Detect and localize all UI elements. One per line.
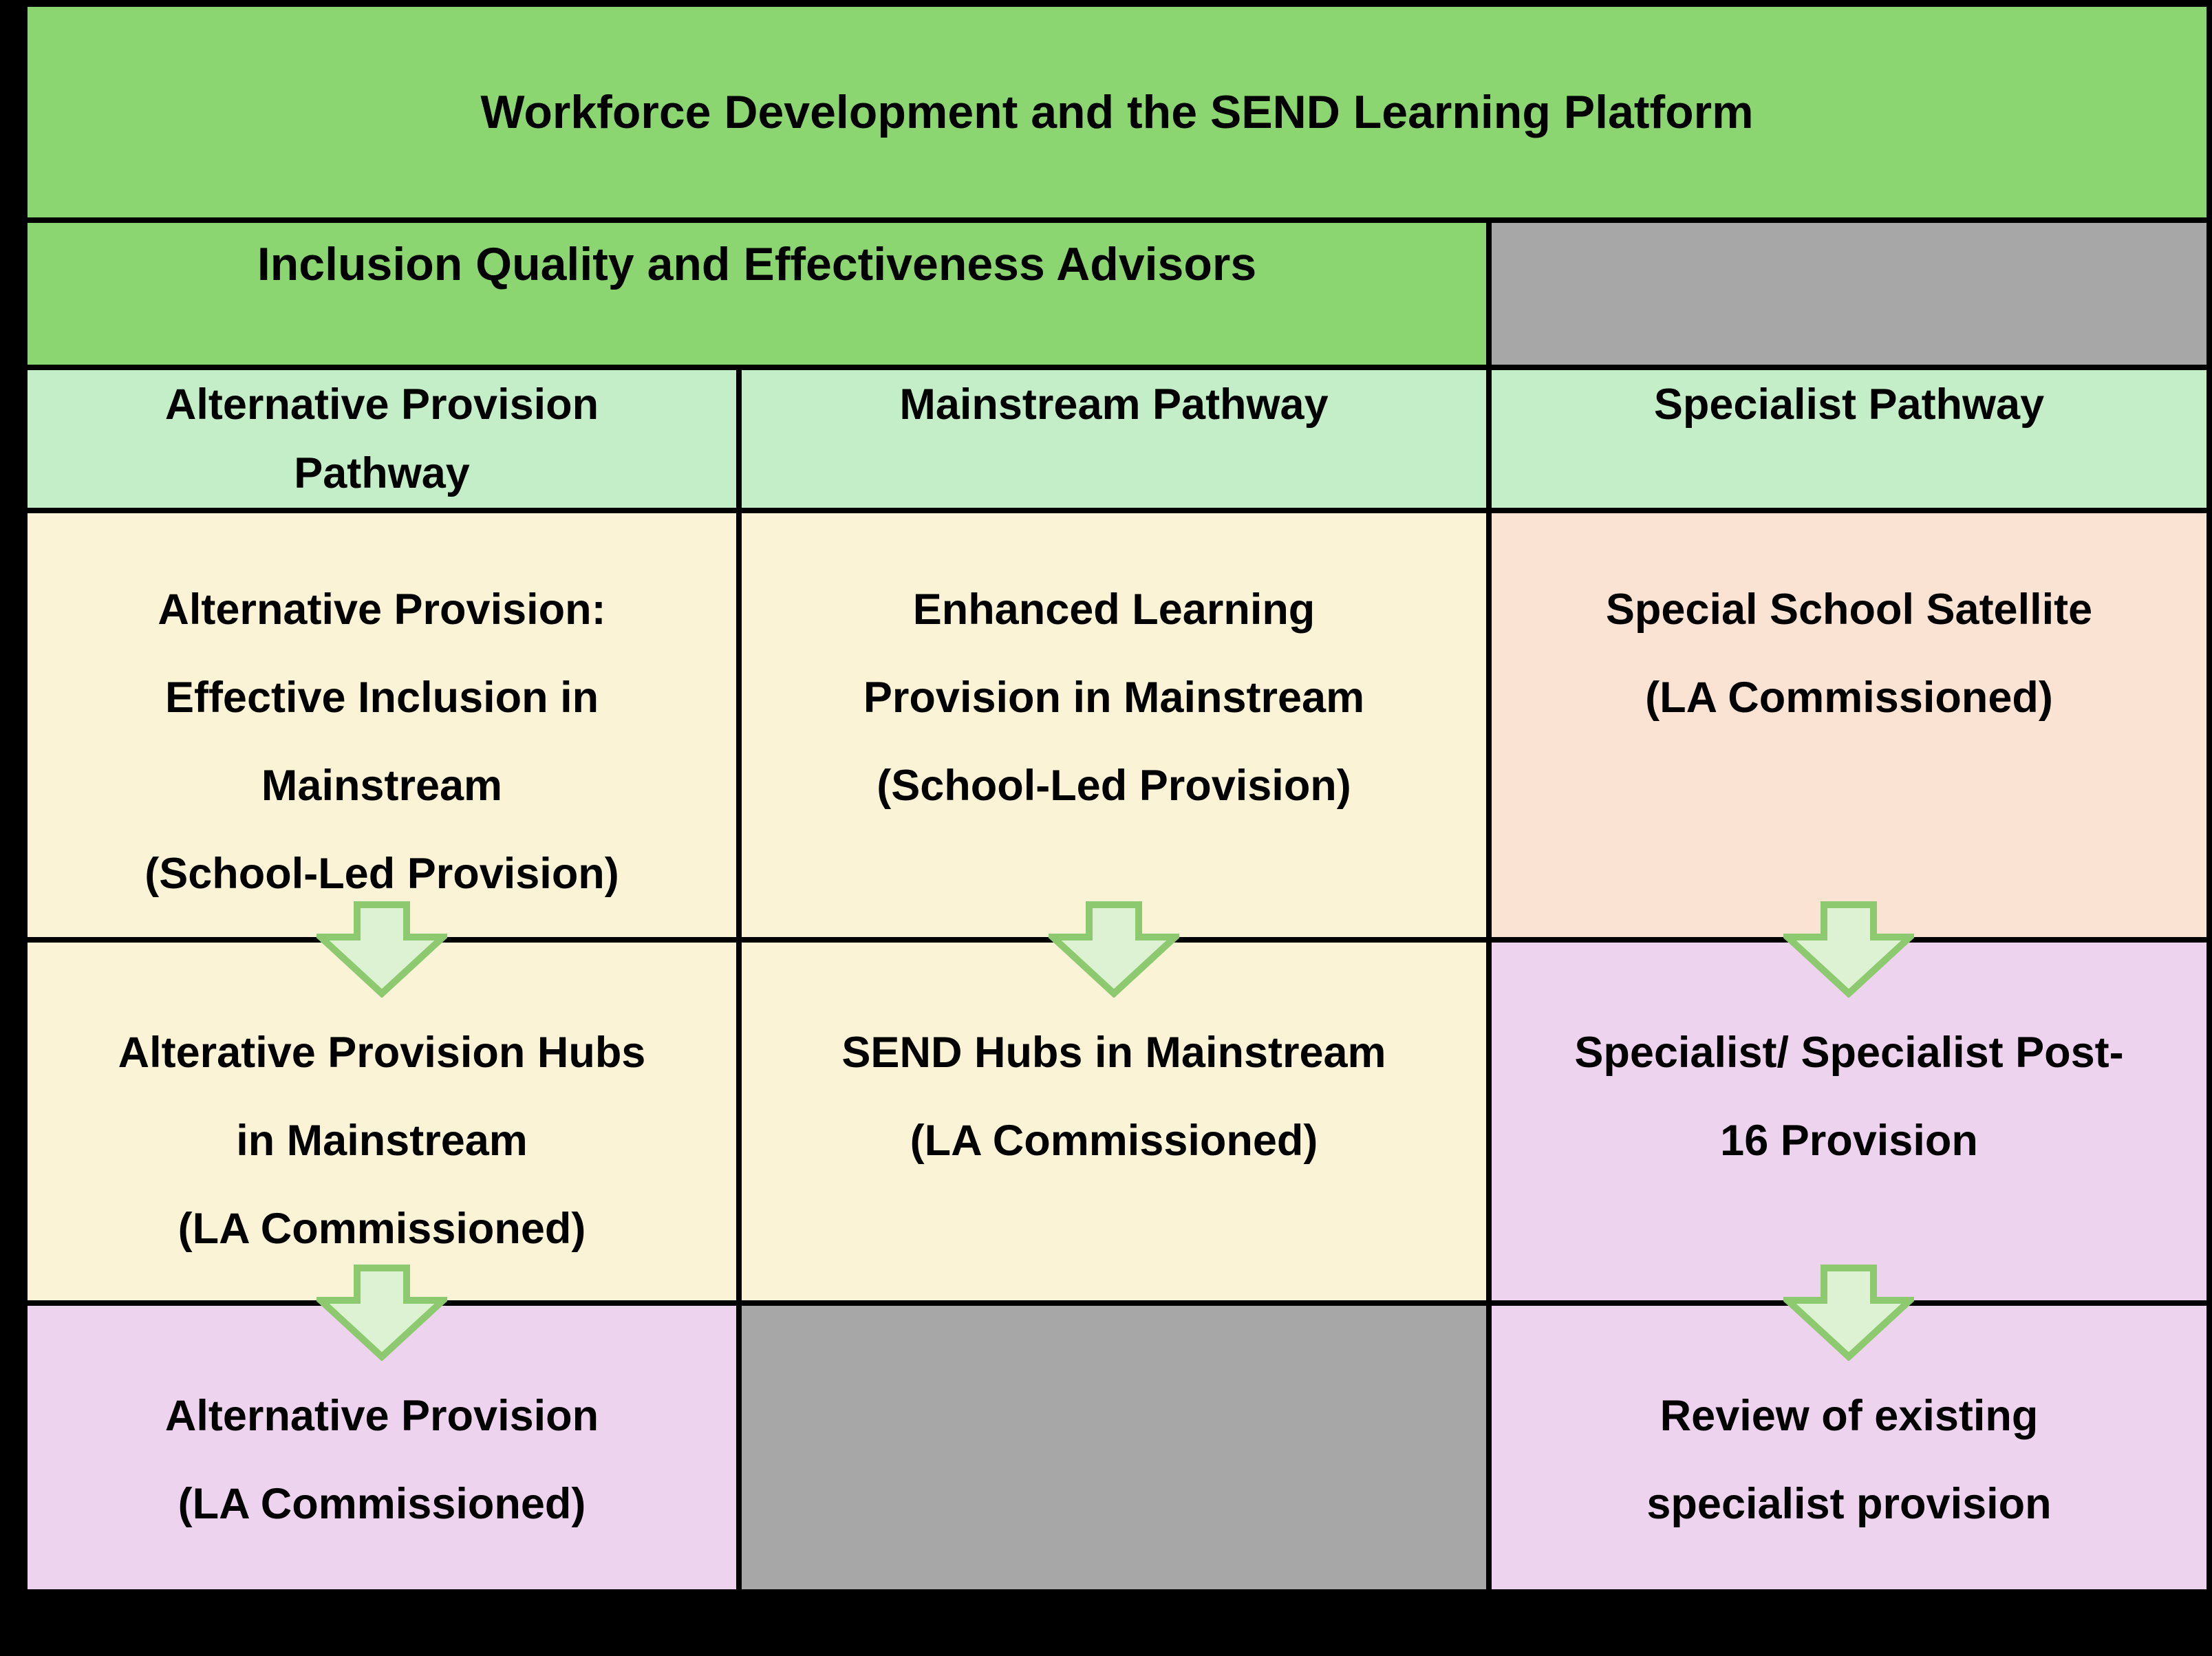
column-header-alternative-provision-pathway: Alternative Provision Pathway [28,370,736,508]
stage-special-school-satellite: Special School Satellite (LA Commissione… [1492,513,2206,937]
stage-specialist-post16-provision: Specialist/ Specialist Post- 16 Provisio… [1492,943,2206,1300]
stage-alternative-provision-effective-inclusion: Alternative Provision: Effective Inclusi… [28,513,736,937]
stage-send-hubs-mainstream: SEND Hubs in Mainstream (LA Commissioned… [742,943,1486,1300]
advisors-banner: Inclusion Quality and Effectiveness Advi… [28,223,1486,365]
down-arrow-icon [1783,901,1914,998]
column-header-mainstream-pathway: Mainstream Pathway [742,370,1486,508]
stage-enhanced-learning-provision: Enhanced Learning Provision in Mainstrea… [742,513,1486,937]
down-arrow-icon [316,901,447,998]
empty-cell-top-right [1492,223,2206,365]
column-header-specialist-pathway: Specialist Pathway [1492,370,2206,508]
down-arrow-icon [1783,1265,1914,1361]
empty-cell-bottom-middle [742,1306,1486,1589]
down-arrow-icon [1049,901,1179,998]
down-arrow-icon [316,1265,447,1361]
diagram-title: Workforce Development and the SEND Learn… [28,7,2206,217]
stage-alternative-provision-hubs: Alterative Provision Hubs in Mainstream … [28,943,736,1300]
